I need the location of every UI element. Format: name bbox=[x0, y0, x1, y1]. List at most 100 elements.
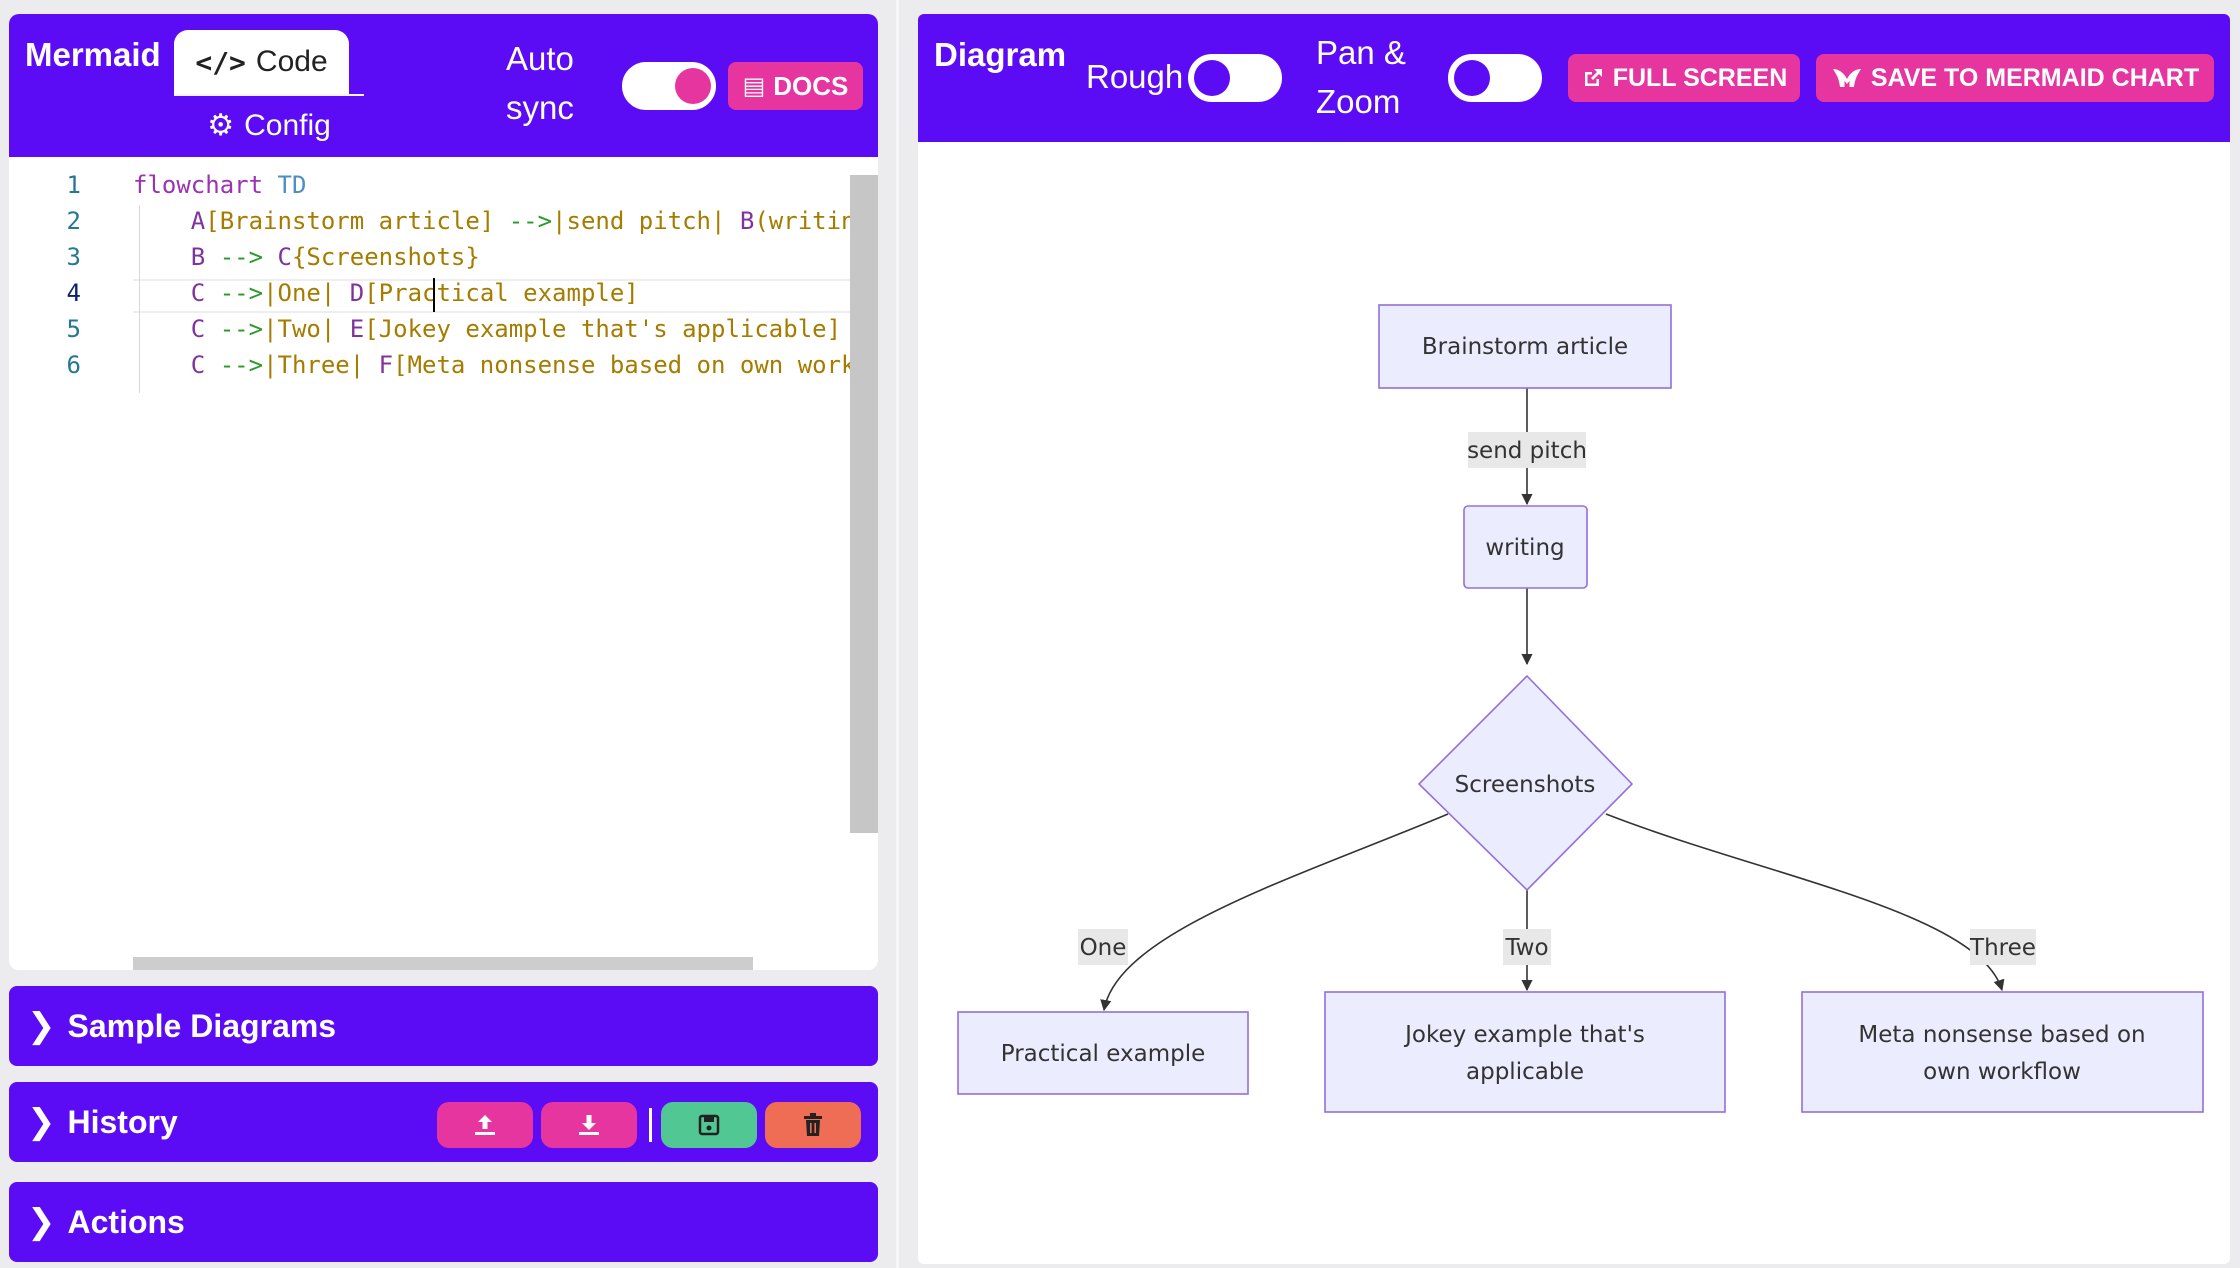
code-token: {Screenshots} bbox=[291, 243, 480, 271]
toggle-knob bbox=[1454, 60, 1490, 96]
svg-text:send pitch: send pitch bbox=[1467, 438, 1587, 464]
book-icon: ▤ bbox=[742, 72, 766, 100]
code-token: B bbox=[739, 207, 755, 235]
save-history-button[interactable] bbox=[661, 1102, 757, 1148]
edge-c-f bbox=[1605, 813, 2005, 992]
code-token: --> bbox=[508, 207, 553, 235]
diagram-canvas[interactable]: send pitch One Two Three Brainstorm arti… bbox=[918, 142, 2230, 1264]
line-number: 5 bbox=[66, 315, 81, 343]
code-token: --> bbox=[219, 351, 264, 379]
line-number: 6 bbox=[66, 351, 81, 379]
upload-history-button[interactable] bbox=[437, 1102, 533, 1148]
download-history-button[interactable] bbox=[541, 1102, 637, 1148]
diagram-panel: Diagram Rough Pan & Zoom FULL SCREEN SAV… bbox=[918, 14, 2230, 1264]
toggle-knob bbox=[1194, 60, 1230, 96]
edge-label-two: Two bbox=[1503, 929, 1551, 965]
node-practical-example[interactable]: Practical example bbox=[957, 1011, 1249, 1095]
delete-history-button[interactable] bbox=[765, 1102, 861, 1148]
auto-sync-toggle[interactable] bbox=[622, 62, 716, 110]
svg-text:Jokey example that's: Jokey example that's bbox=[1403, 1022, 1645, 1048]
tab-code-label: Code bbox=[255, 45, 328, 78]
node-brainstorm-article[interactable]: Brainstorm article bbox=[1378, 304, 1672, 389]
toggle-knob bbox=[675, 68, 711, 104]
line-number: 4 bbox=[66, 279, 81, 307]
line-number: 1 bbox=[66, 171, 81, 199]
code-token: [Meta nonsense based on own workfl bbox=[393, 351, 878, 379]
code-token: D bbox=[349, 279, 365, 307]
svg-text:own workflow: own workflow bbox=[1923, 1059, 2081, 1085]
editor-title: Mermaid bbox=[25, 36, 161, 73]
svg-text:Practical example: Practical example bbox=[1001, 1041, 1206, 1067]
code-token: --> bbox=[219, 315, 264, 343]
svg-text:Brainstorm article: Brainstorm article bbox=[1422, 334, 1628, 360]
code-token: A bbox=[133, 207, 206, 235]
actions-section[interactable]: ❯ Actions bbox=[9, 1182, 878, 1262]
code-line: B --> C{Screenshots} bbox=[133, 243, 480, 271]
download-icon bbox=[579, 1115, 599, 1135]
sample-diagrams-section[interactable]: ❯ Sample Diagrams bbox=[9, 986, 878, 1066]
mermaid-chart-logo-icon bbox=[1832, 69, 1861, 87]
node-screenshots[interactable]: Screenshots bbox=[1417, 674, 1634, 892]
svg-text:One: One bbox=[1080, 935, 1127, 961]
upload-icon bbox=[475, 1115, 495, 1135]
auto-sync-label: Auto sync bbox=[506, 40, 574, 126]
chevron-right-icon: ❯ bbox=[27, 1007, 56, 1045]
code-token: [Brainstorm article] bbox=[205, 207, 509, 235]
code-line: C -->|Two| E[Jokey example that's applic… bbox=[133, 315, 841, 343]
code-token: B bbox=[133, 243, 220, 271]
code-token: --> bbox=[219, 243, 278, 271]
code-line: C -->|Three| F[Meta nonsense based on ow… bbox=[133, 351, 878, 379]
pan-zoom-label: Pan & Zoom bbox=[1316, 34, 1406, 120]
line-number: 2 bbox=[66, 207, 81, 235]
edge-label-send-pitch: send pitch bbox=[1467, 432, 1587, 468]
tab-config[interactable]: ⚙ Config bbox=[174, 94, 364, 157]
save-to-mermaid-chart-button[interactable]: SAVE TO MERMAID CHART bbox=[1816, 54, 2214, 102]
code-token: |Three| bbox=[263, 351, 379, 379]
svg-text:Screenshots: Screenshots bbox=[1455, 772, 1596, 798]
editor-panel: Mermaid </> Code ⚙ Config Auto sync ▤ DO… bbox=[9, 14, 878, 970]
svg-text:applicable: applicable bbox=[1466, 1059, 1584, 1085]
code-token: C bbox=[277, 243, 292, 271]
diagram-header: Diagram Rough Pan & Zoom FULL SCREEN SAV… bbox=[918, 14, 2230, 142]
svg-text:Meta nonsense based on: Meta nonsense based on bbox=[1858, 1022, 2145, 1048]
code-token: [Jokey example that's applicable] bbox=[364, 315, 842, 343]
svg-text:Two: Two bbox=[1504, 935, 1548, 961]
vertical-scrollbar[interactable] bbox=[850, 175, 878, 833]
code-token: F bbox=[378, 351, 394, 379]
edge-label-one: One bbox=[1078, 929, 1128, 965]
node-writing[interactable]: writing bbox=[1463, 505, 1588, 589]
save-icon bbox=[698, 1114, 720, 1136]
node-jokey-example[interactable]: Jokey example that's applicable bbox=[1324, 991, 1726, 1113]
full-screen-button[interactable]: FULL SCREEN bbox=[1568, 54, 1800, 102]
code-token: |send pitch| bbox=[552, 207, 740, 235]
chevron-right-icon: ❯ bbox=[27, 1103, 56, 1141]
flowchart: send pitch One Two Three Brainstorm arti… bbox=[957, 304, 2204, 1113]
divider bbox=[649, 1108, 652, 1142]
code-token: |One| bbox=[263, 279, 350, 307]
current-line-highlight bbox=[133, 279, 878, 313]
tab-config-label: Config bbox=[244, 108, 331, 142]
pan-zoom-toggle[interactable] bbox=[1448, 54, 1542, 102]
diagram-title: Diagram bbox=[934, 36, 1067, 73]
docs-button[interactable]: ▤ DOCS bbox=[728, 62, 863, 110]
chevron-right-icon: ❯ bbox=[27, 1203, 56, 1241]
rough-toggle[interactable] bbox=[1188, 54, 1282, 102]
node-meta-nonsense[interactable]: Meta nonsense based on own workflow bbox=[1801, 991, 2204, 1113]
history-section[interactable]: ❯ History bbox=[9, 1082, 878, 1162]
code-icon: </> bbox=[195, 45, 246, 79]
edge-c-d bbox=[1100, 813, 1449, 1012]
code-line: C -->|One| D[Practical example] bbox=[133, 279, 639, 307]
external-link-icon bbox=[1584, 69, 1602, 86]
svg-text:Three: Three bbox=[1969, 935, 2036, 961]
code-line: flowchart TD bbox=[133, 171, 306, 199]
editor-header: Mermaid </> Code ⚙ Config Auto sync ▤ DO… bbox=[9, 14, 878, 157]
tab-code[interactable]: </> Code bbox=[174, 30, 349, 94]
code-token: TD bbox=[263, 171, 307, 199]
gears-icon: ⚙ bbox=[207, 109, 235, 142]
code-token: --> bbox=[219, 279, 264, 307]
code-token: |Two| bbox=[263, 315, 350, 343]
code-line: A[Brainstorm article] -->|send pitch| B(… bbox=[133, 207, 878, 235]
horizontal-scrollbar[interactable] bbox=[133, 957, 753, 970]
pane-divider[interactable] bbox=[896, 0, 899, 1268]
